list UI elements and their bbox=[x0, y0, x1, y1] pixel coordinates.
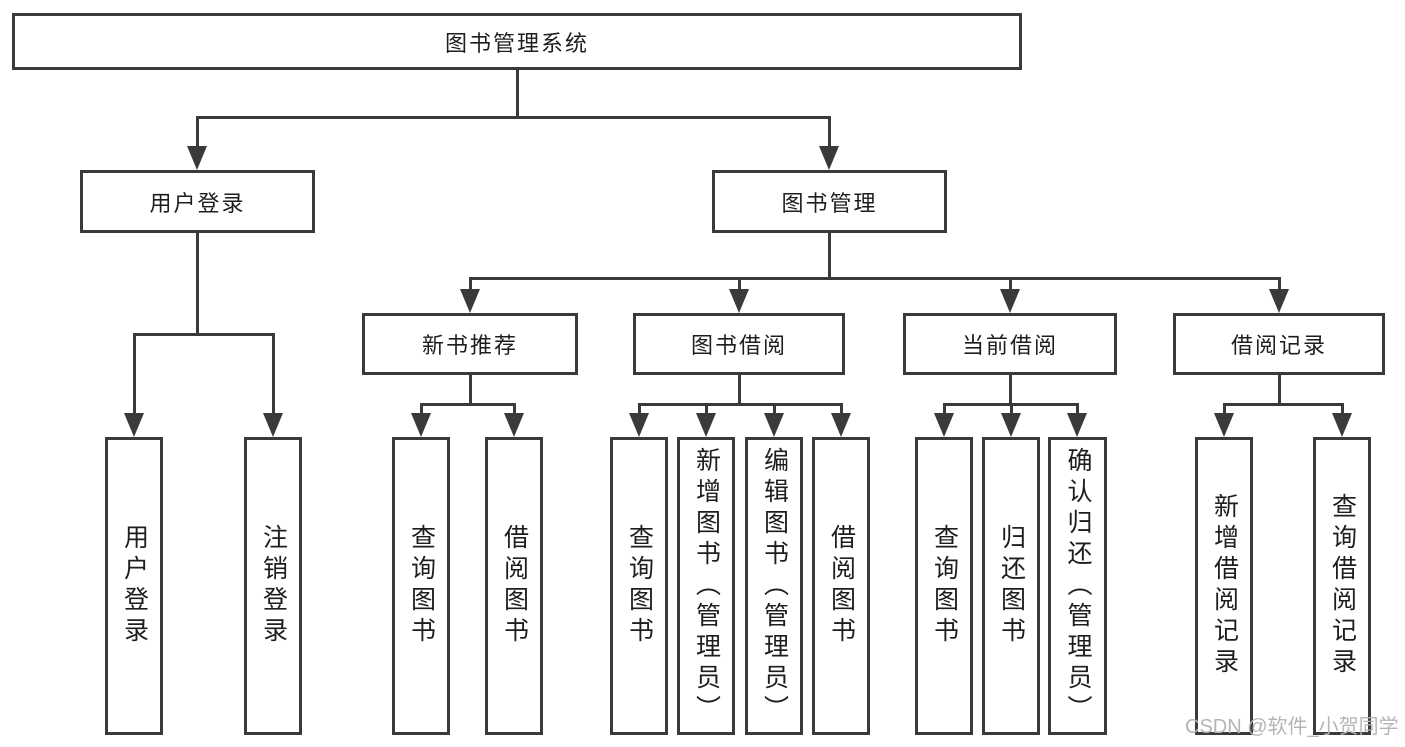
leaf-bb-query-books: 查询图书 bbox=[610, 437, 668, 735]
leaf-br-query-record: 查询借阅记录 bbox=[1313, 437, 1371, 735]
leaf-nbr-query-books: 查询图书 bbox=[392, 437, 450, 735]
connector-user-login-rail bbox=[133, 333, 274, 336]
node-user-login: 用户登录 bbox=[80, 170, 315, 233]
connector-root-rail bbox=[196, 116, 831, 119]
connector-bb-stem bbox=[738, 375, 741, 406]
connector-root-stem bbox=[516, 70, 519, 119]
connector-nbr-stem bbox=[469, 375, 472, 406]
connector-cb-stem bbox=[1009, 375, 1012, 406]
arrowhead-user-login bbox=[187, 146, 207, 170]
arrowhead-bb-edit bbox=[764, 413, 784, 437]
arrowhead-bb-add bbox=[696, 413, 716, 437]
arrowhead-bb-borrow bbox=[831, 413, 851, 437]
connector-drop-bb-query bbox=[638, 403, 641, 415]
connector-drop-login bbox=[133, 333, 136, 414]
connector-drop-bb-borrow bbox=[840, 403, 843, 415]
node-new-book-recommend: 新书推荐 bbox=[362, 313, 578, 375]
arrowhead-cb-confirm bbox=[1067, 413, 1087, 437]
connector-user-login-stem bbox=[196, 233, 199, 336]
connector-drop-nbr-query bbox=[420, 403, 423, 415]
connector-br-rail bbox=[1223, 403, 1343, 406]
leaf-cb-query-books: 查询图书 bbox=[915, 437, 973, 735]
connector-book-management-stem bbox=[828, 233, 831, 280]
node-book-management: 图书管理 bbox=[712, 170, 947, 233]
connector-drop-user-login bbox=[196, 116, 199, 148]
connector-drop-br-add bbox=[1223, 403, 1226, 415]
arrowhead-current-borrowing bbox=[1000, 289, 1020, 313]
node-current-borrowing: 当前借阅 bbox=[903, 313, 1117, 375]
leaf-cb-confirm-return-admin: 确认归还（管理员） bbox=[1048, 437, 1107, 735]
arrowhead-cb-return bbox=[1001, 413, 1021, 437]
node-borrowing-records: 借阅记录 bbox=[1173, 313, 1385, 375]
arrowhead-br-add bbox=[1214, 413, 1234, 437]
connector-drop-logout bbox=[272, 333, 275, 414]
arrowhead-new-book-recommend bbox=[460, 289, 480, 313]
leaf-nbr-borrow-books: 借阅图书 bbox=[485, 437, 543, 735]
leaf-bb-edit-books-admin: 编辑图书（管理员） bbox=[745, 437, 803, 735]
node-book-borrowing: 图书借阅 bbox=[633, 313, 845, 375]
connector-book-management-rail bbox=[469, 277, 1280, 280]
connector-drop-borrowing-records bbox=[1278, 277, 1281, 291]
connector-drop-new-book-recommend bbox=[469, 277, 472, 291]
watermark: CSDN @软件_小贺同学 bbox=[1185, 716, 1399, 738]
connector-drop-bb-add bbox=[705, 403, 708, 415]
connector-drop-bb-edit bbox=[773, 403, 776, 415]
connector-bb-rail bbox=[638, 403, 842, 406]
leaf-logout: 注销登录 bbox=[244, 437, 302, 735]
connector-drop-cb-query bbox=[943, 403, 946, 415]
arrowhead-nbr-query bbox=[411, 413, 431, 437]
arrowhead-br-query bbox=[1332, 413, 1352, 437]
connector-drop-book-borrowing bbox=[738, 277, 741, 291]
connector-drop-book-management bbox=[828, 116, 831, 148]
leaf-user-login: 用户登录 bbox=[105, 437, 163, 735]
arrowhead-book-management bbox=[819, 146, 839, 170]
arrowhead-borrowing-records bbox=[1269, 289, 1289, 313]
connector-drop-cb-return bbox=[1010, 403, 1013, 415]
connector-drop-nbr-borrow bbox=[513, 403, 516, 415]
leaf-bb-borrow-books: 借阅图书 bbox=[812, 437, 870, 735]
node-library-system: 图书管理系统 bbox=[12, 13, 1022, 70]
arrowhead-logout bbox=[263, 413, 283, 437]
arrowhead-nbr-borrow bbox=[504, 413, 524, 437]
connector-drop-current-borrowing bbox=[1009, 277, 1012, 291]
leaf-br-add-record: 新增借阅记录 bbox=[1195, 437, 1253, 735]
arrowhead-book-borrowing bbox=[729, 289, 749, 313]
connector-br-stem bbox=[1278, 375, 1281, 406]
connector-drop-cb-confirm bbox=[1076, 403, 1079, 415]
leaf-bb-add-books-admin: 新增图书（管理员） bbox=[677, 437, 735, 735]
connector-nbr-rail bbox=[420, 403, 515, 406]
arrowhead-bb-query bbox=[629, 413, 649, 437]
connector-drop-br-query bbox=[1341, 403, 1344, 415]
arrowhead-login bbox=[124, 413, 144, 437]
leaf-cb-return-books: 归还图书 bbox=[982, 437, 1040, 735]
arrowhead-cb-query bbox=[934, 413, 954, 437]
